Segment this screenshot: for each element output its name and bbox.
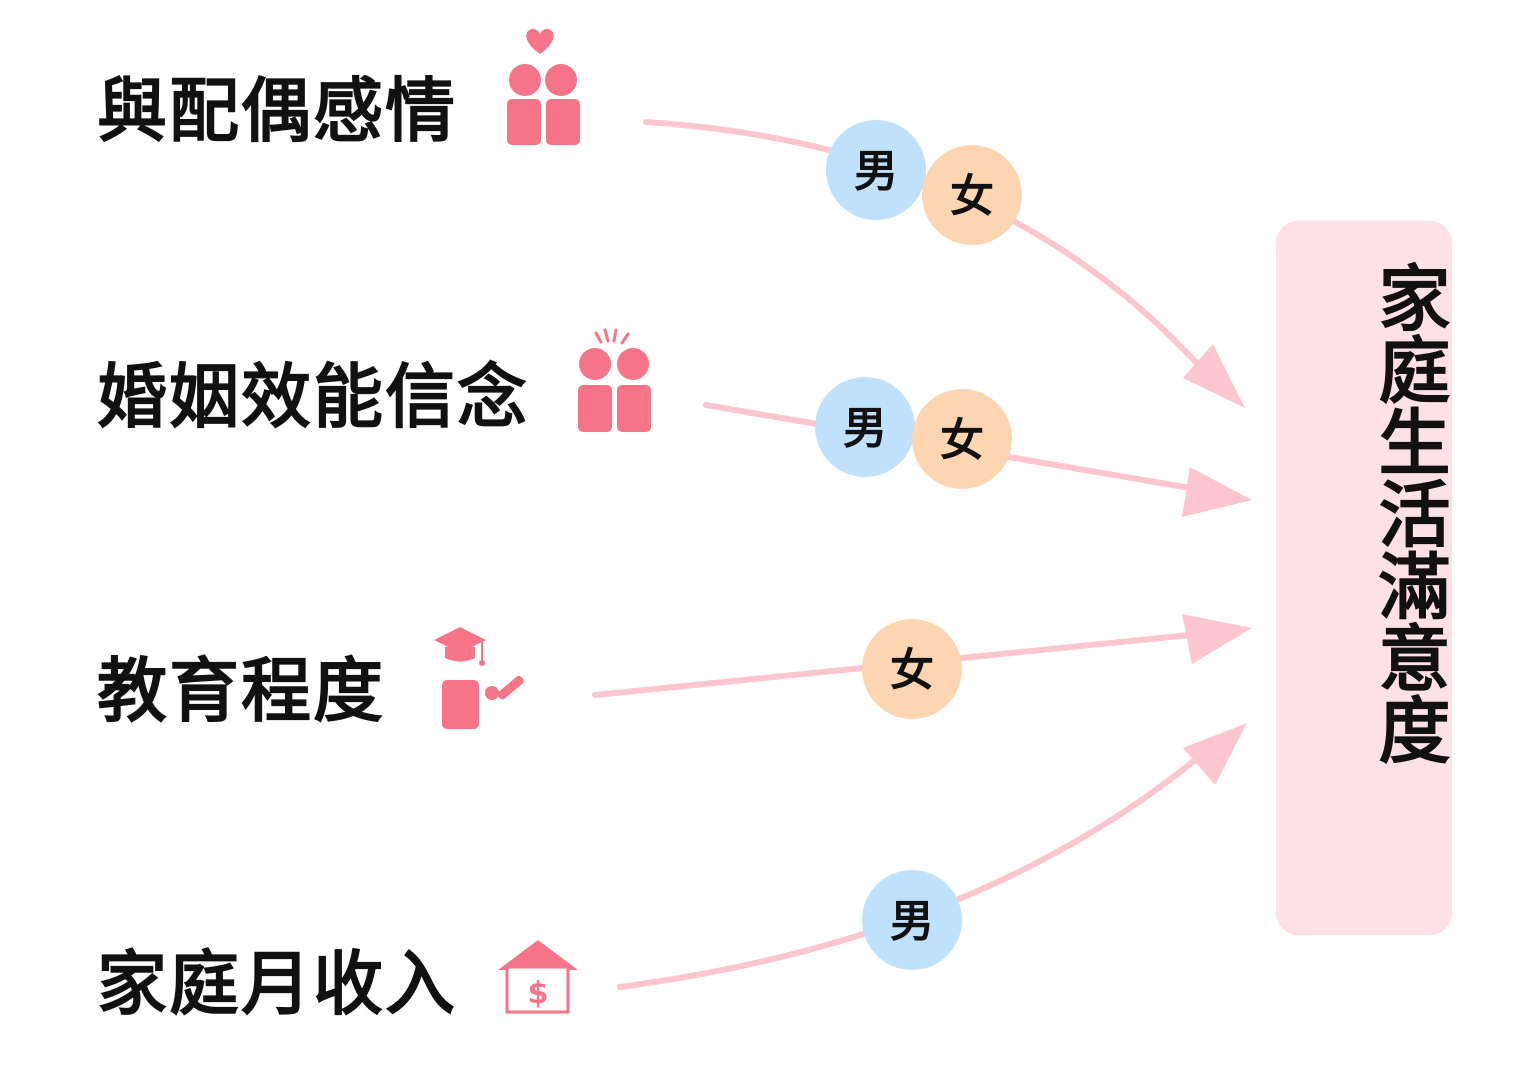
badge-male-text: 男 (843, 403, 887, 454)
badge-male-circle (826, 120, 926, 220)
arrows (592, 119, 1208, 990)
moderator-badges: 男 女 男 女 女 男 (815, 120, 1022, 970)
badge-female-text: 女 (890, 645, 934, 696)
couple-spark-icon (578, 328, 651, 432)
arrow-heads (1182, 344, 1252, 785)
target-label: 家庭生活滿意度 (1366, 261, 1450, 765)
couple-heart-icon (507, 28, 580, 145)
arrowhead-marital-efficacy (1182, 467, 1252, 517)
badge-female-text: 女 (940, 415, 984, 466)
factor-label-education: 教育程度 (97, 650, 385, 732)
arrowhead-spouse-relation (1183, 344, 1245, 408)
graduate-diploma-icon (434, 627, 524, 729)
badge-male-circle (815, 377, 915, 477)
arrow-spouse-relation (643, 119, 1208, 375)
factor-label-marital-efficacy: 婚姻效能信念 (97, 356, 529, 438)
badge-female-circle (922, 145, 1022, 245)
arrowhead-education (1182, 614, 1252, 664)
arrowhead-family-income (1183, 723, 1247, 785)
house-dollar-icon: $ (498, 940, 578, 1014)
dollar-sign: $ (528, 976, 549, 1011)
target-box: 家庭生活滿意度 (1276, 221, 1452, 935)
badge-female-circle (912, 389, 1012, 489)
factor-label-spouse-relation: 與配偶感情 (97, 70, 457, 152)
badge-male-text: 男 (854, 146, 898, 197)
badge-female-circle (862, 619, 962, 719)
badge-male-circle (862, 870, 962, 970)
badge-female-text: 女 (950, 171, 994, 222)
factor-label-family-income: 家庭月收入 (97, 943, 457, 1025)
badge-male-text: 男 (890, 896, 934, 947)
